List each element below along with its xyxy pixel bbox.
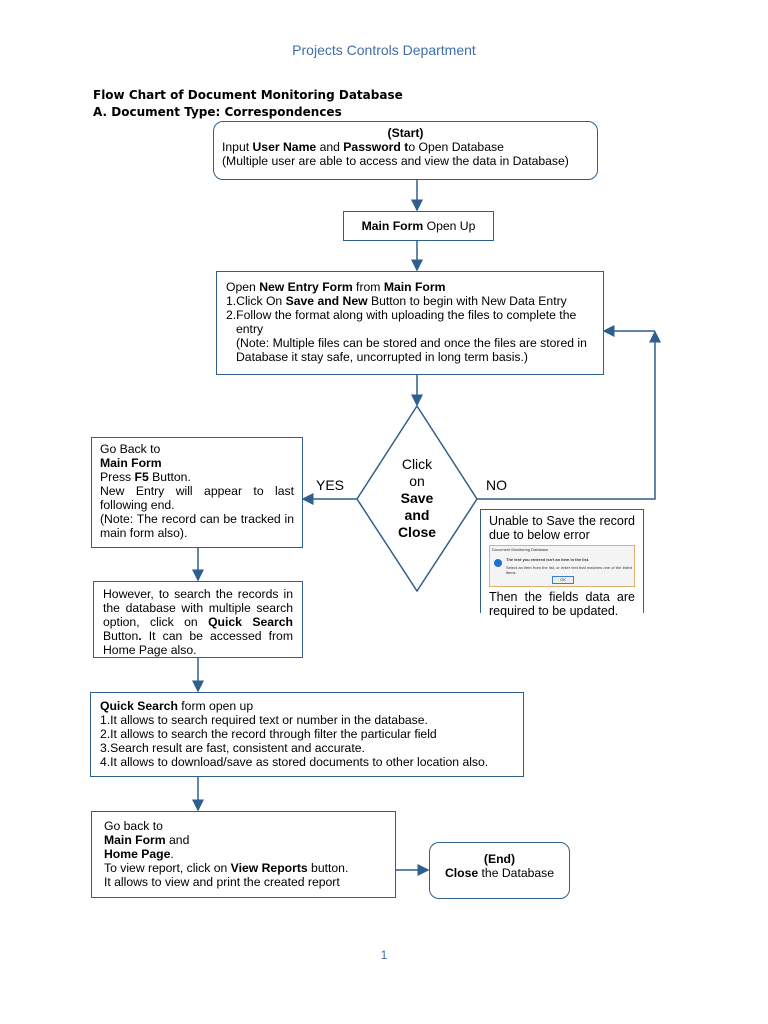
page-header: Projects Controls Department	[292, 42, 476, 58]
page-number: 1	[380, 948, 388, 962]
go-back-box: Go Back to Main Form Press F5 Button. Ne…	[91, 437, 303, 548]
go-back-reports-box: Go back to Main Form and Home Page. To v…	[91, 811, 396, 898]
decision-diamond	[356, 404, 478, 593]
arrow-no-loop	[477, 330, 661, 500]
start-box: (Start) Input User Name and Password to …	[213, 121, 598, 180]
however-box: However, to search the records in the da…	[93, 581, 303, 658]
flowchart-title: Flow Chart of Document Monitoring Databa…	[93, 88, 403, 102]
section-heading: A. Document Type: Correspondences	[93, 105, 342, 119]
end-box: (End) Close the Database	[429, 842, 570, 899]
main-form-box: Main Form Open Up	[343, 211, 494, 241]
new-entry-box: Open New Entry Form from Main Form 1.Cli…	[216, 271, 604, 375]
no-label: NO	[486, 477, 507, 493]
yes-label: YES	[316, 477, 345, 493]
error-box: Unable to Save the record due to below e…	[480, 509, 644, 618]
error-dialog-image: Document Monitoring Database The text yo…	[489, 545, 635, 587]
quick-search-box: Quick Search form open up 1.It allows to…	[90, 692, 524, 777]
info-icon	[494, 559, 502, 567]
